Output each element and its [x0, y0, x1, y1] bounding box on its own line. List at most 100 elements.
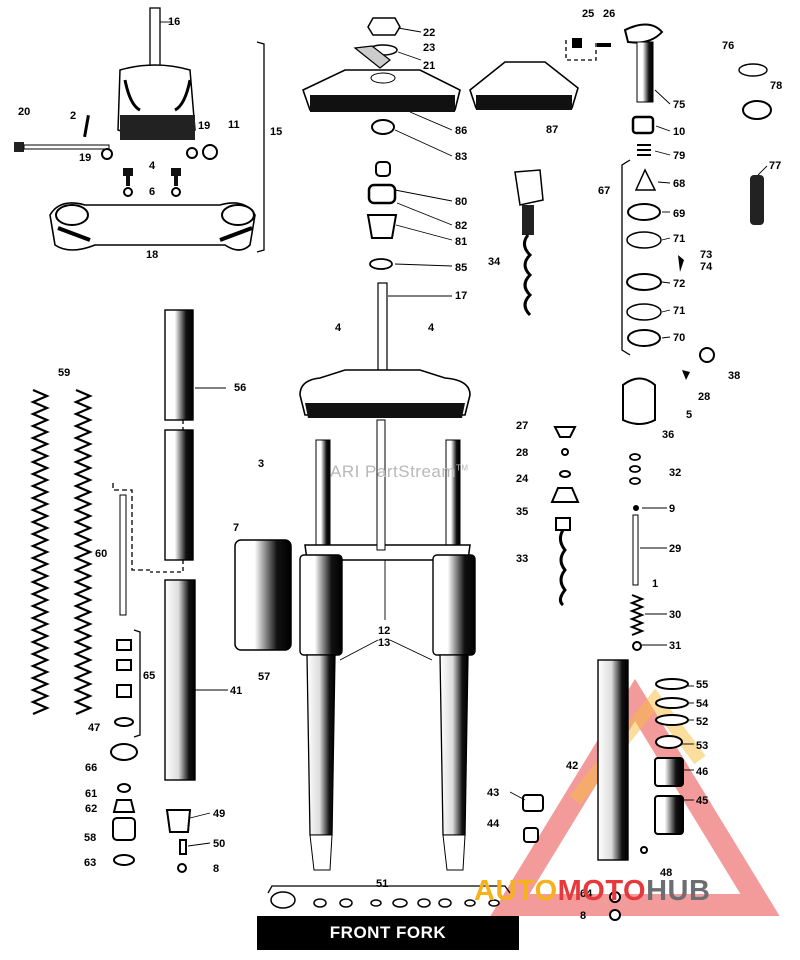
- callout-65: 65: [143, 670, 156, 682]
- callout-15: 15: [270, 126, 283, 138]
- bolt-20: [14, 142, 110, 152]
- callout-51: 51: [376, 878, 389, 890]
- callout-26: 26: [603, 8, 616, 20]
- callout-36: 36: [662, 429, 675, 441]
- callout-61: 61: [85, 788, 98, 800]
- callout-80: 80: [455, 196, 468, 208]
- bearing-stack: [366, 161, 398, 270]
- callout-11: 11: [228, 119, 240, 131]
- cover-57: [234, 539, 292, 651]
- callout-76: 76: [722, 40, 735, 52]
- callout-33: 33: [516, 553, 529, 565]
- damper-34: [514, 169, 544, 317]
- callout-25: 25: [582, 8, 595, 20]
- callout-2: 2: [70, 110, 77, 122]
- callout-8: 8: [213, 863, 220, 875]
- callout-32: 32: [669, 467, 682, 479]
- callout-79: 79: [673, 150, 686, 162]
- callout-22: 22: [423, 27, 436, 39]
- callout-83: 83: [455, 151, 468, 163]
- callout-8: 8: [580, 910, 587, 922]
- callout-7: 7: [233, 522, 240, 534]
- callout-13: 13: [378, 637, 391, 649]
- callout-55: 55: [696, 679, 709, 691]
- callout-49: 49: [213, 808, 226, 820]
- callout-1: 1: [652, 578, 659, 590]
- callout-57: 57: [258, 671, 271, 683]
- callout-63: 63: [84, 857, 97, 869]
- callout-59: 59: [58, 367, 71, 379]
- callout-52: 52: [696, 716, 709, 728]
- callout-73: 73: [700, 249, 713, 261]
- top-nut-stack: [353, 17, 401, 69]
- callout-74: 74: [700, 261, 713, 273]
- callout-4: 4: [335, 322, 342, 334]
- callout-10: 10: [673, 126, 686, 138]
- top-bracket-86: [302, 69, 461, 112]
- callout-72: 72: [673, 278, 686, 290]
- callout-5: 5: [686, 409, 693, 421]
- callout-21: 21: [423, 60, 436, 72]
- callout-23: 23: [423, 42, 436, 54]
- upper-bracket-assembly-16: [117, 7, 196, 140]
- callout-66: 66: [85, 762, 98, 774]
- callout-27: 27: [516, 420, 529, 432]
- callout-75: 75: [673, 99, 686, 111]
- callout-82: 82: [455, 220, 468, 232]
- callout-9: 9: [669, 503, 676, 515]
- callout-50: 50: [213, 838, 226, 850]
- callout-54: 54: [696, 698, 709, 710]
- callout-34: 34: [488, 256, 501, 268]
- diagram-title: FRONT FORK: [329, 923, 447, 942]
- callout-24: 24: [516, 473, 529, 485]
- top-bracket-87: [469, 61, 579, 110]
- bracket-15: [256, 41, 265, 253]
- slider-42: [597, 659, 629, 861]
- callout-71: 71: [673, 233, 686, 245]
- callout-17: 17: [455, 290, 468, 302]
- watermark: ARI PartStreamTM: [330, 462, 469, 481]
- callout-41: 41: [230, 685, 243, 697]
- callout-86: 86: [455, 125, 468, 137]
- callout-58: 58: [84, 832, 97, 844]
- callout-16: 16: [168, 16, 181, 28]
- callout-28: 28: [516, 447, 529, 459]
- callout-38: 38: [728, 370, 741, 382]
- callout-53: 53: [696, 740, 709, 752]
- bracket-65: [133, 629, 141, 738]
- callout-68: 68: [673, 178, 686, 190]
- callout-18: 18: [146, 249, 159, 261]
- callout-19: 19: [79, 152, 92, 164]
- callout-77: 77: [769, 160, 782, 172]
- callout-67: 67: [598, 185, 611, 197]
- bracket-67: [621, 159, 631, 356]
- slider-41: [164, 579, 196, 781]
- callout-62: 62: [85, 803, 98, 815]
- callout-4: 4: [428, 322, 435, 334]
- callout-30: 30: [669, 609, 682, 621]
- tube-56: [164, 309, 194, 421]
- title-banner: FRONT FORK: [257, 916, 519, 950]
- stem-17: [377, 282, 388, 374]
- callout-19: 19: [198, 120, 211, 132]
- callout-85: 85: [455, 262, 468, 274]
- callout-71: 71: [673, 305, 686, 317]
- callout-78: 78: [770, 80, 783, 92]
- callout-81: 81: [455, 236, 468, 248]
- callout-6: 6: [149, 186, 156, 198]
- callout-46: 46: [696, 766, 709, 778]
- callout-87: 87: [546, 124, 559, 136]
- callout-28: 28: [698, 391, 711, 403]
- callout-48: 48: [660, 867, 673, 879]
- autmotohub-logo: AUTOMOTOHUB: [474, 875, 711, 907]
- callout-64: 64: [580, 888, 593, 900]
- springs-59: [30, 388, 92, 716]
- callout-45: 45: [696, 795, 709, 807]
- callout-3: 3: [258, 458, 265, 470]
- callout-47: 47: [88, 722, 101, 734]
- callout-4: 4: [149, 160, 156, 172]
- callout-12: 12: [378, 625, 391, 637]
- cap-36: [622, 377, 656, 425]
- main-fork-assembly: [299, 369, 476, 871]
